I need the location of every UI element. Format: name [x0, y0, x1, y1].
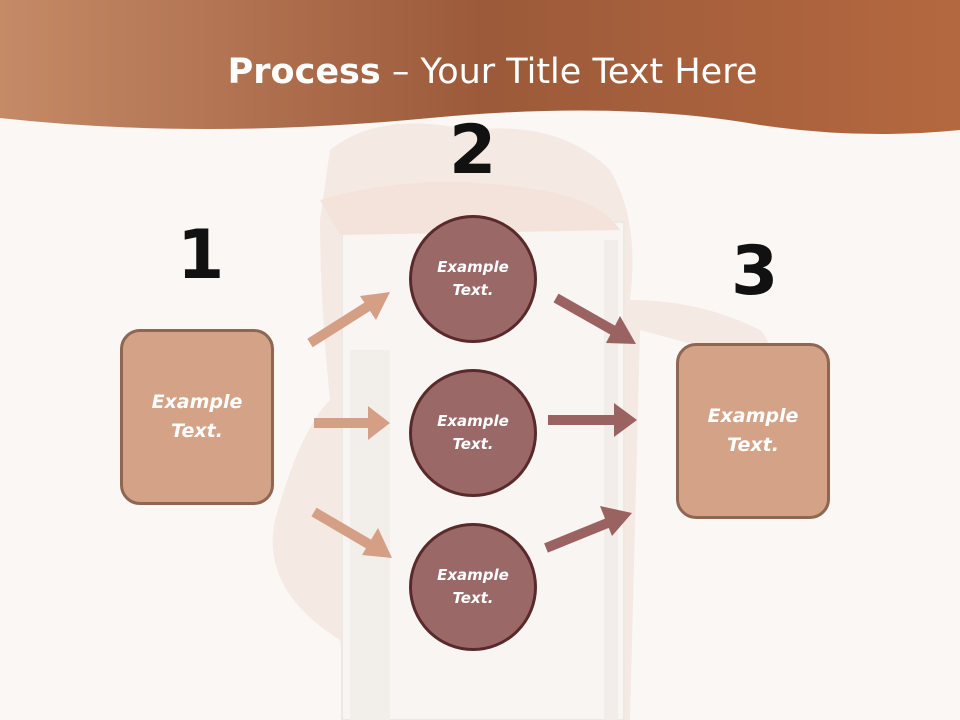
circle-bottom: Example Text.	[409, 523, 537, 651]
circle-middle-text: Example Text.	[437, 412, 509, 453]
left-box-text: Example Text.	[151, 391, 243, 442]
step-number-2: 2	[449, 111, 497, 190]
circle-top-text: Example Text.	[437, 258, 509, 299]
right-box-text: Example Text.	[707, 405, 799, 456]
step-number-1: 1	[177, 216, 225, 295]
slide-title: Process – Your Title Text Here	[0, 52, 960, 92]
title-bold: Process	[227, 52, 381, 92]
arrow-bottom-to-right	[544, 506, 632, 553]
title-rest: – Your Title Text Here	[380, 52, 758, 92]
step-number-3: 3	[731, 232, 779, 311]
arrow-left-to-top	[307, 292, 390, 348]
arrow-middle-to-right	[548, 403, 637, 437]
circle-bottom-text: Example Text.	[437, 566, 509, 607]
left-box: Example Text.	[120, 329, 274, 505]
arrow-left-to-bottom	[311, 507, 392, 558]
right-box: Example Text.	[676, 343, 830, 519]
header-band	[0, 0, 960, 134]
circle-top: Example Text.	[409, 215, 537, 343]
circle-middle: Example Text.	[409, 369, 537, 497]
arrow-left-to-middle	[314, 406, 390, 440]
arrow-top-to-right	[553, 293, 636, 344]
